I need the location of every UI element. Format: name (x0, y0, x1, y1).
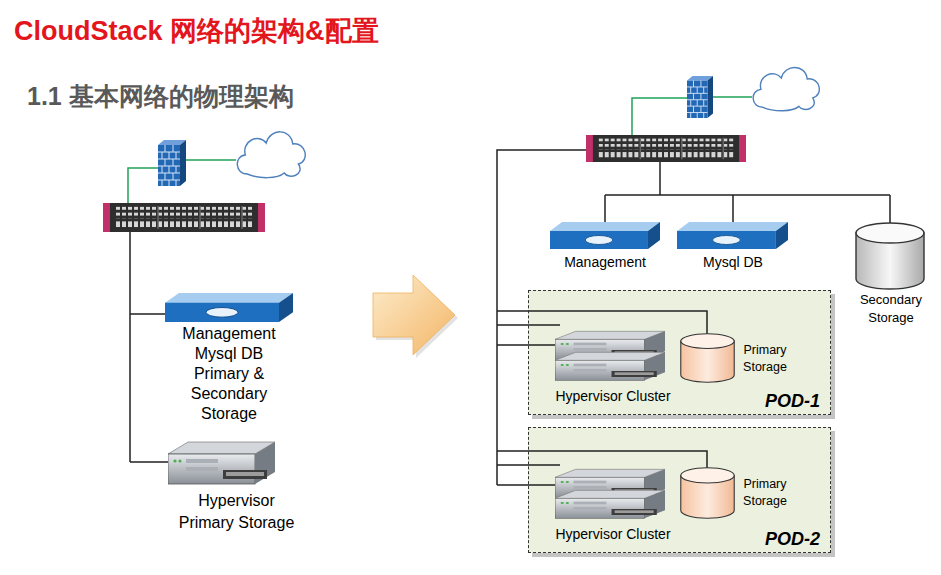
server-node: Mysql DB (672, 220, 792, 273)
node-label: Secondary Storage (849, 291, 933, 327)
node-label: Hypervisor Cluster (548, 525, 678, 543)
node-label: Management (550, 253, 660, 271)
cloud-icon (237, 132, 305, 178)
transition-arrow (373, 275, 455, 355)
server-icon (165, 293, 293, 322)
storage-icon (681, 468, 734, 518)
network-wire (130, 232, 170, 462)
pod-label: POD-2 (765, 529, 820, 549)
node-label: Mysql DB (678, 253, 788, 271)
hypervisor-node: Hypervisor Primary Storage (150, 438, 301, 538)
hypervisor-icon (555, 490, 665, 518)
switch-icon (103, 203, 265, 232)
node-label: Hypervisor Cluster (548, 387, 678, 405)
node-label: Primary Storage (738, 342, 792, 376)
cluster-node: Hypervisor Cluster (546, 329, 680, 407)
node-label: Management Mysql DB Primary & Secondary … (169, 324, 289, 424)
storage-icon (681, 334, 734, 383)
page-title: CloudStack 网络的架构&配置 (14, 13, 379, 49)
storage-icon (856, 223, 924, 289)
server-icon (550, 222, 660, 249)
pod-fill (528, 427, 831, 553)
storage-node: Secondary Storage (847, 220, 937, 330)
storage-node: Primary Storage (679, 332, 795, 387)
storage-node: Primary Storage (679, 466, 795, 521)
hypervisor-icon (555, 352, 665, 380)
node-label: Primary Storage (738, 476, 792, 510)
pod-box: POD-1 Hypervisor Cluster Primary Storage (528, 290, 831, 415)
node-label: Hypervisor Primary Storage (174, 490, 299, 534)
switch-icon (586, 135, 746, 162)
server-node: Management (545, 220, 665, 273)
hypervisor-icon (168, 442, 275, 484)
section-heading: 1.1 基本网络的物理架构 (27, 80, 294, 113)
firewall-icon (158, 140, 186, 186)
firewall-icon (687, 76, 713, 118)
cluster-node: Hypervisor Cluster (546, 467, 680, 545)
server-node: Management Mysql DB Primary & Secondary … (150, 290, 291, 430)
pod-box: POD-2 Hypervisor Cluster Primary Storage (528, 427, 831, 553)
server-icon (677, 222, 788, 249)
pod-label: POD-1 (765, 391, 820, 411)
cloud-icon (753, 67, 819, 110)
network-wire (605, 162, 890, 223)
pod-fill (528, 290, 831, 415)
